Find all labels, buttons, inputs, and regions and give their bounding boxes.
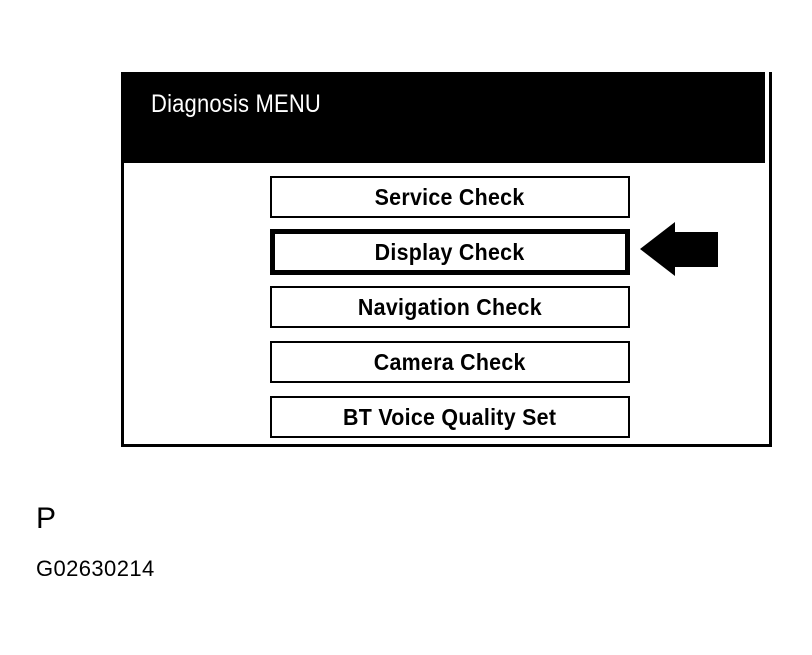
menu-button-label: Navigation Check [358,293,542,320]
menu-button-label: BT Voice Quality Set [343,403,557,430]
page-title: Diagnosis MENU [151,90,321,118]
menu-button-bt-voice-quality-set[interactable]: BT Voice Quality Set [270,396,630,438]
menu-button-list: Service Check Display Check Navigation C… [124,163,769,447]
menu-button-camera-check[interactable]: Camera Check [270,341,630,383]
figure-id-label: G02630214 [36,556,155,581]
menu-button-label: Service Check [375,183,525,210]
menu-button-navigation-check[interactable]: Navigation Check [270,286,630,328]
caption-marker: P [36,502,57,535]
menu-button-label: Camera Check [374,348,526,375]
arrow-left-icon [640,222,718,276]
screen-title-bar: Diagnosis MENU [121,72,765,163]
menu-button-display-check[interactable]: Display Check [270,229,630,275]
menu-button-service-check[interactable]: Service Check [270,176,630,218]
menu-button-label: Display Check [375,238,525,265]
